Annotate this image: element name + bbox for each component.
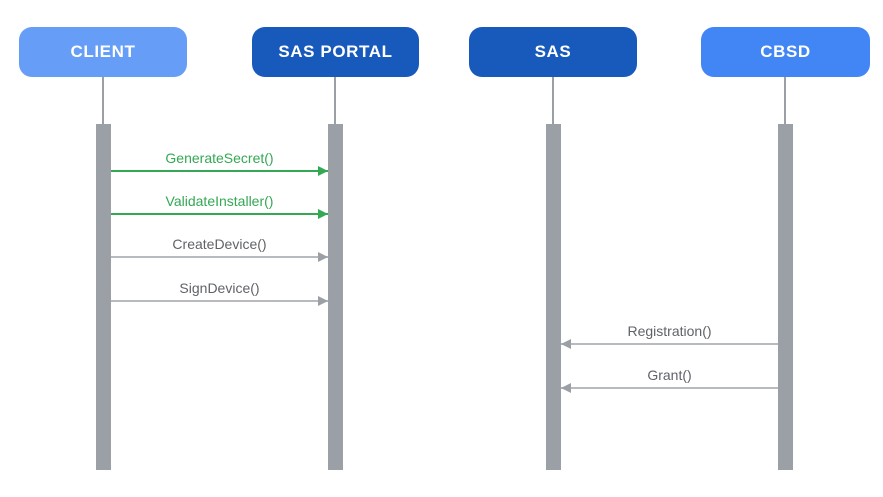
arrow-line xyxy=(111,209,328,219)
arrow-line xyxy=(111,252,328,262)
lifeline-sas-portal xyxy=(334,77,336,124)
arrow-right-icon xyxy=(318,296,328,306)
arrow-line xyxy=(561,339,778,349)
lifeline-sas xyxy=(552,77,554,124)
arrow-right-icon xyxy=(318,252,328,262)
actor-label-sas-portal: SAS PORTAL xyxy=(278,42,393,61)
actor-box-sas: SAS xyxy=(469,27,637,77)
lifeline-client xyxy=(102,77,104,124)
message-label: ValidateInstaller() xyxy=(165,193,274,209)
arrow-right-icon xyxy=(318,166,328,176)
arrow-line xyxy=(111,166,328,176)
activation-bar-client xyxy=(96,124,111,470)
message-sign-device: SignDevice() xyxy=(111,280,328,306)
lifeline-cbsd xyxy=(784,77,786,124)
message-label: Grant() xyxy=(647,367,692,383)
message-label: SignDevice() xyxy=(179,280,260,296)
actor-box-sas-portal: SAS PORTAL xyxy=(252,27,419,77)
arrow-left-icon xyxy=(561,339,571,349)
message-label: CreateDevice() xyxy=(172,236,267,252)
actor-label-client: CLIENT xyxy=(70,42,136,61)
actor-box-cbsd: CBSD xyxy=(701,27,870,77)
arrow-line xyxy=(111,296,328,306)
message-generate-secret: GenerateSecret() xyxy=(111,150,328,176)
activation-bar-sas-portal xyxy=(328,124,343,470)
actor-label-sas: SAS xyxy=(534,42,572,61)
actor-label-cbsd: CBSD xyxy=(760,42,811,61)
arrow-line xyxy=(561,383,778,393)
actor-box-client: CLIENT xyxy=(19,27,187,77)
message-registration: Registration() xyxy=(561,323,778,349)
message-label: Registration() xyxy=(627,323,712,339)
arrow-left-icon xyxy=(561,383,571,393)
activation-bar-sas xyxy=(546,124,561,470)
arrow-right-icon xyxy=(318,209,328,219)
message-create-device: CreateDevice() xyxy=(111,236,328,262)
activation-bar-cbsd xyxy=(778,124,793,470)
message-validate-installer: ValidateInstaller() xyxy=(111,193,328,219)
message-label: GenerateSecret() xyxy=(165,150,274,166)
message-grant: Grant() xyxy=(561,367,778,393)
